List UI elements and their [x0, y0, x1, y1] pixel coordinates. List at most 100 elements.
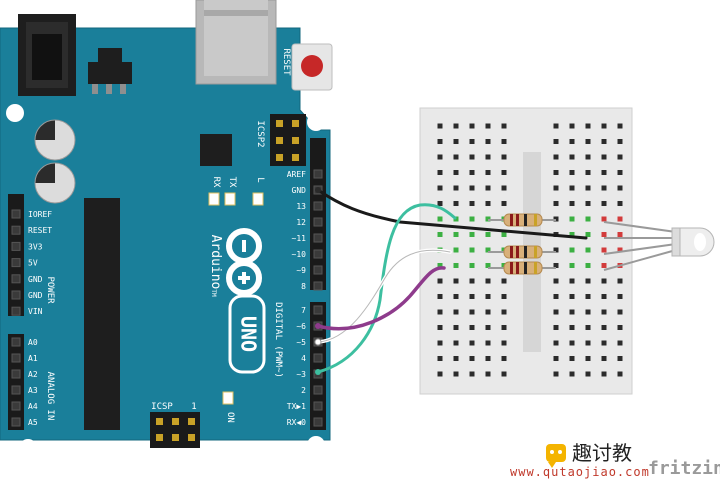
- wire-pin6: [316, 266, 446, 331]
- breadboard-hole: [469, 232, 475, 237]
- breadboard-hole: [585, 325, 591, 330]
- breadboard-hole: [569, 216, 575, 222]
- breadboard-hole: [501, 232, 507, 237]
- breadboard-hole: [485, 139, 491, 144]
- header-pin: [11, 369, 21, 379]
- breadboard-hole: [585, 123, 591, 129]
- breadboard-hole: [437, 185, 443, 191]
- breadboard-hole: [437, 123, 443, 129]
- watermark-logo-icon: [546, 444, 566, 468]
- pin-label: 3V3: [28, 242, 43, 251]
- breadboard-hole: [501, 325, 507, 330]
- breadboard-hole: [617, 216, 623, 222]
- breadboard-hole: [585, 263, 591, 268]
- icsp2-header: [270, 114, 306, 166]
- breadboard-hole: [453, 139, 459, 144]
- breadboard-hole: [453, 263, 459, 268]
- breadboard-hole: [469, 325, 475, 330]
- breadboard-hole: [601, 154, 607, 160]
- pin-label: GND: [28, 291, 43, 300]
- breadboard-hole: [501, 294, 507, 299]
- breadboard-hole: [601, 371, 607, 377]
- breadboard-hole: [453, 294, 459, 299]
- breadboard-hole: [585, 216, 591, 222]
- uno-label: UNO: [237, 316, 261, 352]
- reset-button[interactable]: [291, 43, 333, 91]
- breadboard-hole: [437, 325, 443, 330]
- breadboard-hole: [585, 371, 591, 377]
- breadboard-hole: [453, 232, 459, 237]
- breadboard-hole: [617, 123, 623, 129]
- power-label: POWER: [45, 276, 55, 304]
- breadboard-hole: [437, 309, 443, 315]
- header-pin: [313, 385, 323, 395]
- breadboard-hole: [501, 123, 507, 129]
- breadboard-hole: [617, 356, 623, 361]
- header-pin: [11, 306, 21, 316]
- breadboard-hole: [553, 325, 559, 330]
- breadboard-hole: [569, 247, 575, 253]
- pin-label: GND: [292, 186, 307, 195]
- on-label: ON: [225, 412, 235, 423]
- breadboard-hole: [585, 294, 591, 299]
- breadboard-hole: [437, 232, 443, 237]
- uno-mark: UNO: [228, 294, 266, 374]
- arduino-brand: Arduino: [208, 235, 223, 290]
- breadboard-hole: [485, 123, 491, 129]
- breadboard-hole: [485, 340, 491, 346]
- breadboard-hole: [501, 139, 507, 144]
- breadboard-hole: [617, 247, 623, 253]
- arduino-uno-board: RESET ICSP2 RX TX L: [0, 0, 333, 457]
- pin-label: ~3: [296, 370, 306, 379]
- breadboard-hole: [485, 356, 491, 361]
- breadboard-hole: [501, 371, 507, 377]
- atmega-chip: [84, 198, 120, 430]
- pin-label: ~9: [296, 266, 306, 275]
- pin-label: RESET: [28, 226, 52, 235]
- breadboard-hole: [601, 278, 607, 284]
- breadboard-hole: [601, 356, 607, 361]
- breadboard-hole: [553, 278, 559, 284]
- on-led: [222, 391, 234, 405]
- mounting-hole: [19, 439, 37, 457]
- breadboard-hole: [601, 325, 607, 330]
- breadboard-hole: [569, 309, 575, 315]
- breadboard-hole: [601, 185, 607, 191]
- digital-header-bottom: [310, 302, 326, 430]
- breadboard-hole: [485, 325, 491, 330]
- breadboard-hole: [485, 185, 491, 191]
- breadboard-hole: [569, 278, 575, 284]
- header-pin: [11, 209, 21, 219]
- capacitor: [34, 162, 76, 204]
- breadboard-hole: [485, 154, 491, 160]
- breadboard-hole: [617, 278, 623, 284]
- breadboard-hole: [453, 123, 459, 129]
- icsp-label: ICSP: [151, 402, 173, 412]
- breadboard-hole: [469, 170, 475, 175]
- rx-led-label: RX: [211, 177, 221, 188]
- breadboard-hole: [617, 232, 623, 237]
- breadboard-hole: [453, 356, 459, 361]
- breadboard-hole: [553, 185, 559, 191]
- breadboard-hole: [569, 371, 575, 377]
- header-pin: [313, 265, 323, 275]
- breadboard-hole: [585, 340, 591, 346]
- breadboard-hole: [453, 201, 459, 206]
- pin-label: 8: [301, 282, 306, 291]
- rx-led: [208, 192, 220, 206]
- breadboard-hole: [485, 201, 491, 206]
- breadboard-hole: [437, 340, 443, 346]
- breadboard-hole: [553, 340, 559, 346]
- breadboard-hole: [437, 294, 443, 299]
- breadboard-hole: [501, 201, 507, 206]
- breadboard-hole: [617, 325, 623, 330]
- breadboard-hole: [485, 247, 491, 253]
- breadboard-hole: [569, 325, 575, 330]
- pin-label: GND: [28, 275, 43, 284]
- reset-label: RESET: [281, 48, 291, 76]
- icsp-pin1-label: 1: [191, 402, 196, 412]
- breadboard-hole: [469, 247, 475, 253]
- breadboard-hole: [469, 263, 475, 268]
- breadboard-hole: [501, 340, 507, 346]
- breadboard-hole: [617, 201, 623, 206]
